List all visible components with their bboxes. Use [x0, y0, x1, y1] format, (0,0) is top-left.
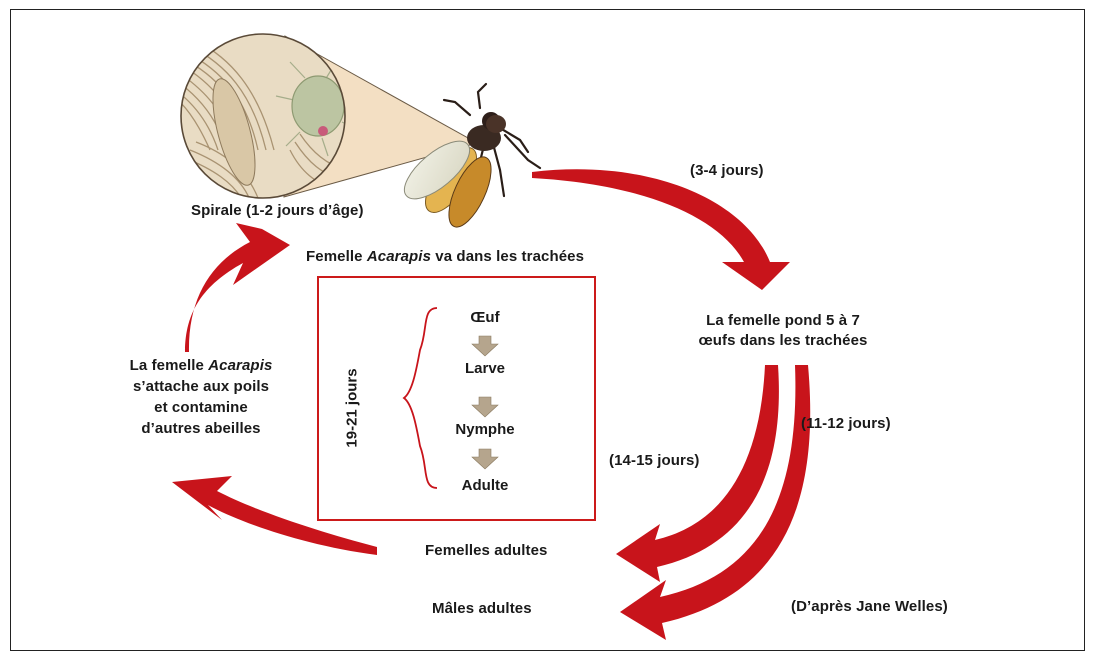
stage-nymph: Nymphe — [425, 421, 545, 438]
development-duration: 19-21 jours — [344, 368, 361, 447]
laying-line-1: La femelle pond 5 à 7 — [668, 311, 898, 331]
spiral-label: Spirale (1-2 jours d’âge) — [191, 201, 364, 221]
arrow-to-males — [620, 365, 810, 640]
female-enters-post: va dans les trachées — [431, 248, 584, 265]
attach-line-2: s’attache aux poils — [101, 376, 301, 397]
arrow-to-laying — [532, 169, 790, 290]
stage-egg: Œuf — [425, 309, 545, 326]
attach-line-4: d’autres abeilles — [101, 418, 301, 439]
attach-label: La femelle Acarapis s’attache aux poils … — [101, 355, 301, 439]
laying-line-2: œufs dans les trachées — [668, 331, 898, 351]
laying-label: La femelle pond 5 à 7 œufs dans les trac… — [668, 311, 898, 351]
duration-to-males: (11-12 jours) — [801, 414, 891, 434]
female-enters-label: Femelle Acarapis va dans les trachées — [306, 247, 584, 267]
source-credit: (D’après Jane Welles) — [791, 597, 948, 617]
stage-larva: Larve — [425, 360, 545, 377]
female-enters-species: Acarapis — [367, 248, 431, 265]
stage-adult: Adulte — [425, 477, 545, 494]
duration-to-females: (14-15 jours) — [609, 451, 700, 471]
arrow-to-trachea — [185, 223, 290, 352]
attach-line-1: La femelle Acarapis — [101, 355, 301, 376]
attach-line-1-pre: La femelle — [130, 357, 209, 374]
female-enters-pre: Femelle — [306, 248, 367, 265]
adult-males-label: Mâles adultes — [432, 599, 532, 619]
attach-line-3: et contamine — [101, 397, 301, 418]
attach-line-1-species: Acarapis — [208, 357, 272, 374]
adult-females-label: Femelles adultes — [425, 541, 548, 561]
duration-to-laying: (3-4 jours) — [690, 161, 764, 181]
